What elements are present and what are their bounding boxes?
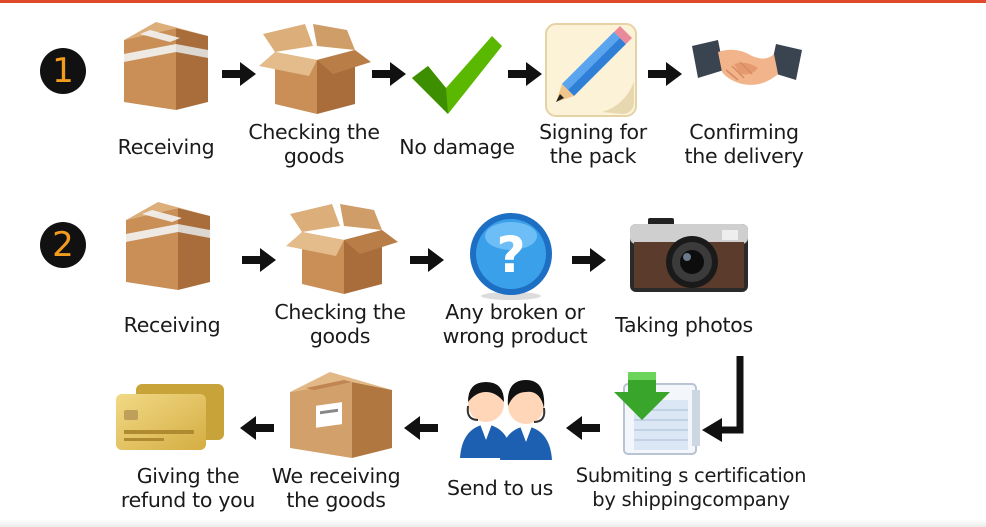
step-label: Send to us bbox=[447, 476, 553, 500]
sealed-box-icon bbox=[126, 202, 210, 290]
handshake-icon bbox=[692, 40, 802, 85]
arrow-left-icon bbox=[566, 416, 600, 440]
svg-text:?: ? bbox=[496, 226, 525, 284]
step-label: Submiting s certification by shippingcom… bbox=[575, 464, 807, 511]
arrow-left-icon bbox=[240, 416, 274, 440]
certificate-download-icon bbox=[614, 372, 700, 455]
arrow-right-icon bbox=[410, 248, 444, 272]
arrow-right-icon bbox=[508, 62, 542, 86]
arrow-right-icon bbox=[372, 62, 406, 86]
green-check-icon bbox=[412, 36, 502, 114]
step-label: Giving the refund to you bbox=[120, 464, 256, 512]
arrow-right-icon bbox=[648, 62, 682, 86]
support-agents-icon bbox=[460, 380, 552, 460]
step-label: Receiving bbox=[123, 313, 221, 337]
step-label: We receiving the goods bbox=[271, 464, 401, 512]
arrow-right-icon bbox=[242, 248, 276, 272]
step-number-1: 1 bbox=[40, 48, 86, 94]
arrow-right-icon bbox=[572, 248, 606, 272]
elbow-arrow-icon bbox=[702, 356, 744, 442]
step-label: Checking the goods bbox=[274, 300, 406, 348]
pencil-sign-icon bbox=[545, 23, 637, 117]
credit-card-icon bbox=[116, 384, 224, 450]
arrow-left-icon bbox=[404, 416, 438, 440]
top-accent-line bbox=[0, 0, 986, 3]
arrow-right-icon bbox=[222, 62, 256, 86]
step-label: Receiving bbox=[117, 135, 215, 159]
step-label: Taking photos bbox=[615, 313, 753, 337]
bottom-shade bbox=[0, 519, 986, 527]
step-label: Any broken or wrong product bbox=[442, 300, 588, 348]
question-icon: ? bbox=[470, 213, 552, 300]
open-box-icon bbox=[259, 24, 371, 114]
camera-icon bbox=[630, 218, 748, 292]
open-box-icon bbox=[286, 204, 398, 294]
step-label: Signing for the pack bbox=[539, 120, 647, 168]
step-number-2: 2 bbox=[40, 222, 86, 268]
sealed-box-icon bbox=[124, 22, 208, 110]
step-label: No damage bbox=[399, 135, 515, 159]
labeled-box-icon bbox=[290, 372, 392, 458]
step-label: Checking the goods bbox=[248, 120, 380, 168]
step-label: Confirming the delivery bbox=[684, 120, 804, 168]
